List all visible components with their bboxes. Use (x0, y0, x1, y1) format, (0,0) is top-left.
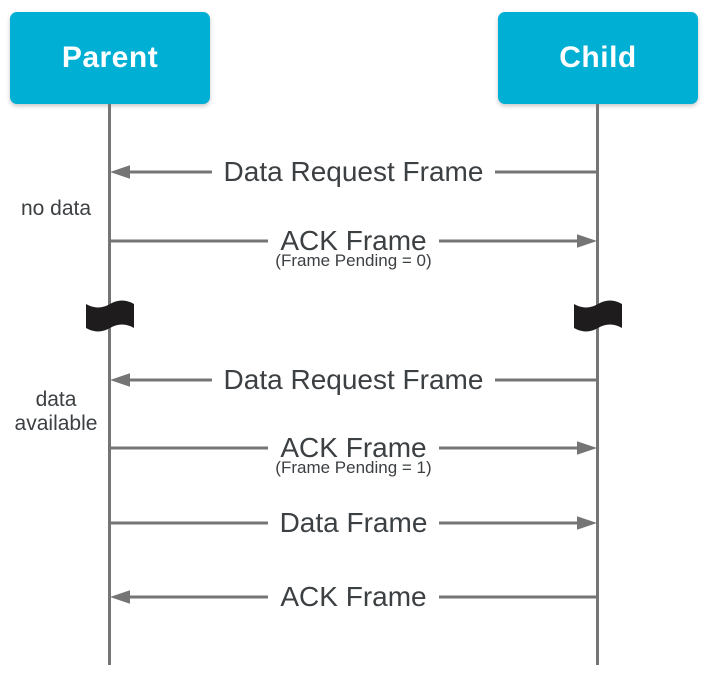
message-label: Data Request Frame (211, 156, 496, 188)
waving-flag-icon (86, 300, 134, 332)
actor-box-parent: Parent (10, 12, 210, 104)
message-label: Data Request Frame (211, 364, 496, 396)
side-note-text: no data (20, 197, 92, 220)
actor-label-child: Child (559, 41, 637, 74)
actor-label-parent: Parent (61, 41, 159, 74)
message-row-ack-1: ACK Frame (Frame Pending = 0) (109, 224, 598, 270)
message-label: Data Frame (267, 507, 440, 539)
side-note-no-data: no data (4, 197, 108, 221)
actor-box-child: Child (498, 12, 698, 104)
message-row-data-request-2: Data Request Frame (109, 363, 598, 397)
message-label: ACK Frame (268, 581, 439, 613)
message-row-ack-3: ACK Frame (109, 580, 598, 614)
waving-flag-icon (574, 300, 622, 332)
message-sublabel: (Frame Pending = 1) (275, 458, 432, 477)
message-label: ACK Frame (268, 432, 439, 464)
message-label: ACK Frame (268, 225, 439, 257)
message-row-ack-2: ACK Frame (Frame Pending = 1) (109, 431, 598, 477)
message-row-data-request-1: Data Request Frame (109, 155, 598, 189)
lifeline-child (596, 104, 599, 665)
lifeline-parent (108, 104, 111, 665)
message-sublabel: (Frame Pending = 0) (275, 251, 432, 270)
message-row-data-frame: Data Frame (109, 506, 598, 540)
side-note-text-line2: available (14, 412, 98, 435)
side-note-text-line1: data (35, 388, 77, 411)
side-note-data-available: data available (4, 388, 108, 436)
